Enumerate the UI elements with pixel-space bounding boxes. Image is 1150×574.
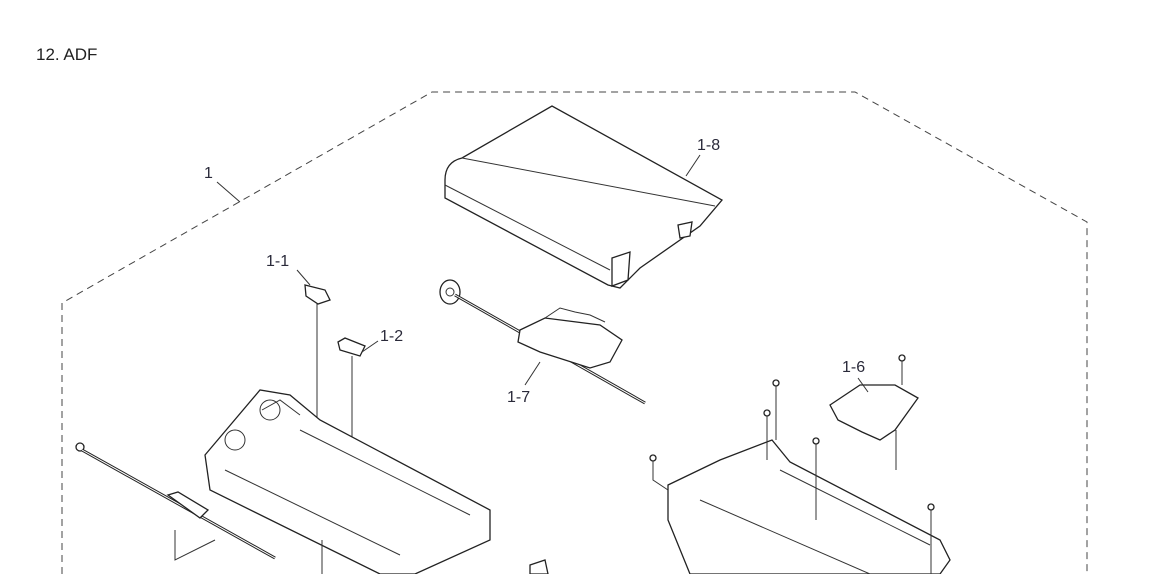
leader-lines — [216, 154, 869, 393]
callout-1-1: 1-1 — [266, 253, 289, 270]
assembly-boundary — [61, 91, 1088, 574]
screw-icon — [649, 454, 669, 491]
screw-icon — [927, 503, 935, 574]
shaft — [75, 442, 276, 560]
callout-1-2: 1-2 — [380, 328, 403, 345]
screw-icon — [772, 379, 780, 440]
screws — [649, 354, 935, 574]
part-1-8-cover — [444, 105, 724, 289]
screw-icon — [763, 409, 771, 460]
screw-icon — [898, 354, 906, 385]
right-frame — [529, 439, 951, 574]
callout-1-8: 1-8 — [697, 137, 720, 154]
callout-1-6: 1-6 — [842, 359, 865, 376]
section-title: 12. ADF — [36, 45, 98, 64]
part-1-6 — [829, 384, 919, 441]
screw-icon — [812, 437, 820, 520]
callout-1-7: 1-7 — [507, 389, 530, 406]
part-1-7-roller — [439, 279, 646, 405]
part-1-1 — [304, 284, 331, 305]
left-frame — [174, 389, 491, 574]
callout-1: 1 — [204, 165, 213, 182]
part-1-2 — [337, 337, 366, 357]
